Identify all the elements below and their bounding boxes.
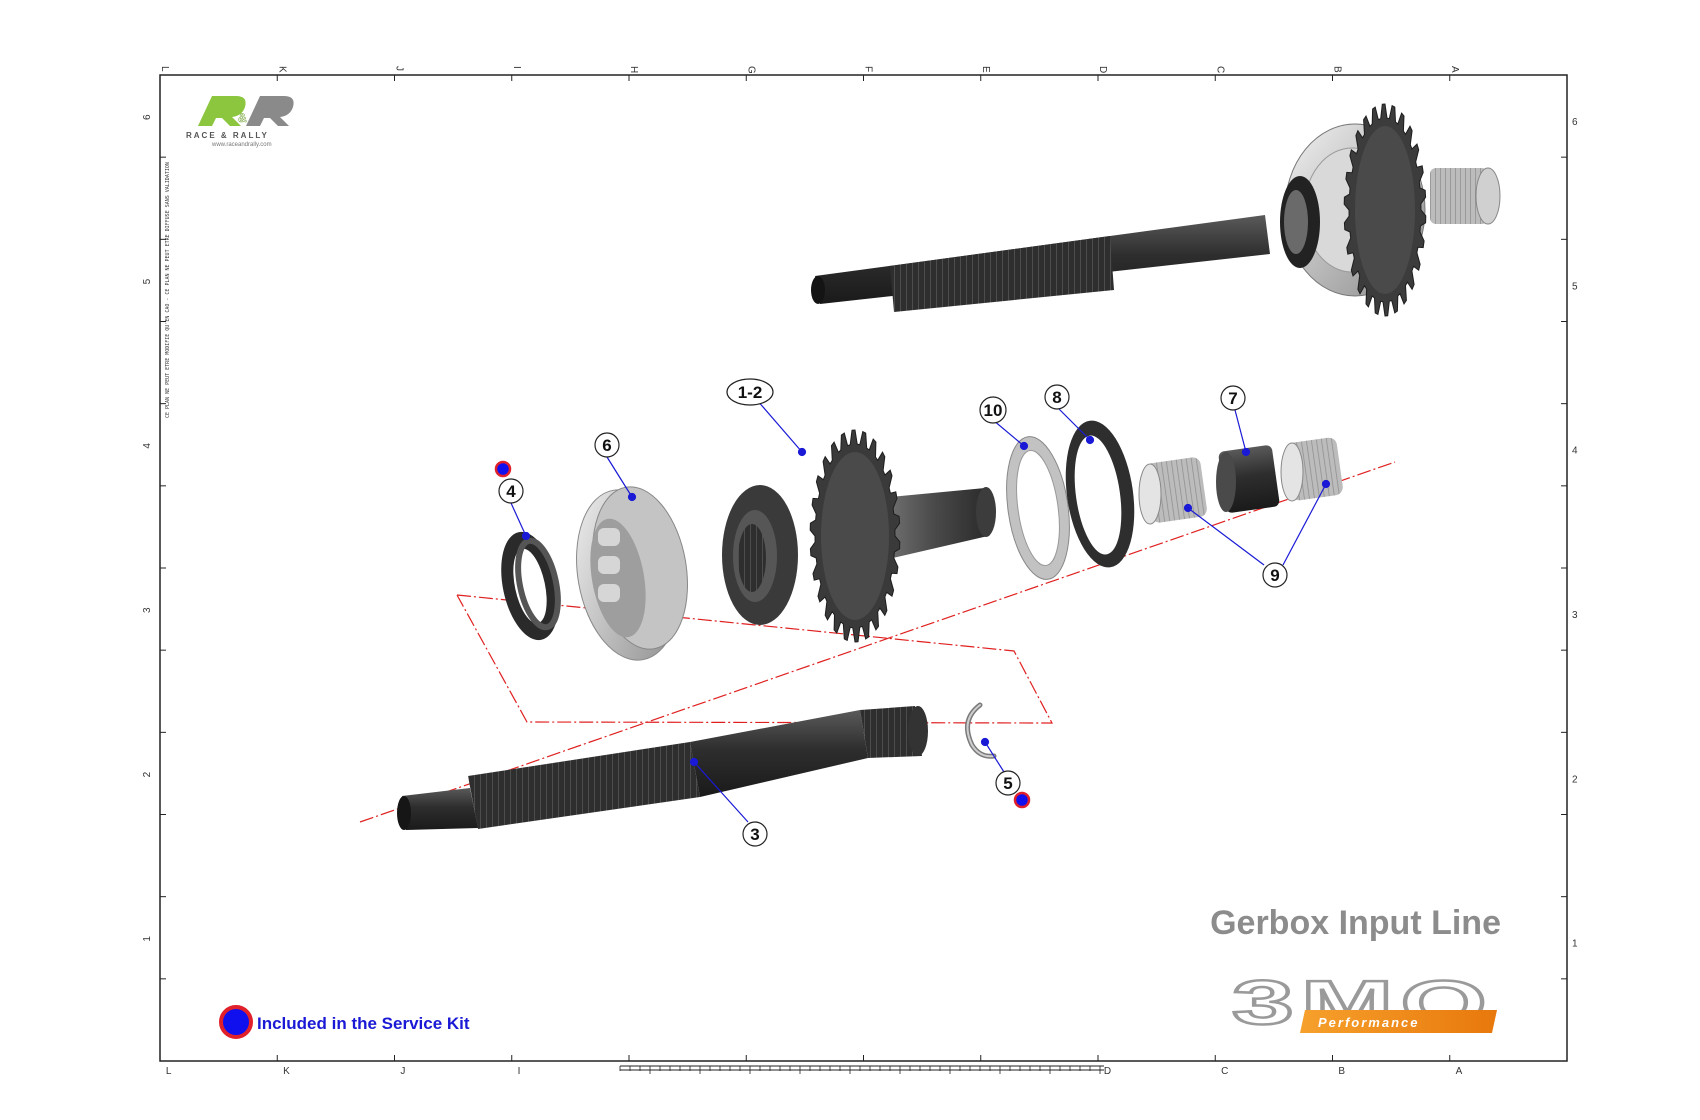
scale-strip xyxy=(619,1065,1104,1074)
svg-text:&: & xyxy=(238,111,247,125)
assembly-axis-offset xyxy=(456,594,1053,724)
column-letter-top: I xyxy=(511,66,522,69)
part-8-ring xyxy=(1065,420,1135,568)
column-letter-top: F xyxy=(863,66,874,72)
part-1-2-gear xyxy=(722,429,996,643)
legend-dot-icon xyxy=(219,1005,253,1039)
column-letter-top: L xyxy=(159,66,170,72)
svg-text:10: 10 xyxy=(984,401,1003,420)
row-number-right: 4 xyxy=(1572,446,1578,457)
part-5-circlip xyxy=(965,702,997,759)
callout-1-2: 1-2 xyxy=(726,378,774,406)
column-letter-bottom: K xyxy=(283,1066,290,1077)
callout-3: 3 xyxy=(742,821,768,847)
column-letter-top: C xyxy=(1214,66,1225,73)
row-number-right: 1 xyxy=(1572,939,1578,950)
brand-tagline: Performance xyxy=(1318,1015,1419,1030)
part-4-seal xyxy=(501,531,561,641)
column-letter-top: G xyxy=(745,66,756,74)
service-kit-marker-5 xyxy=(1013,791,1031,809)
column-letter-bottom: L xyxy=(166,1066,172,1077)
svg-text:4: 4 xyxy=(506,482,516,501)
assembly-axis xyxy=(359,461,1396,823)
column-letter-top: E xyxy=(980,66,991,73)
column-letter-top: B xyxy=(1332,66,1343,73)
callout-8: 8 xyxy=(1044,384,1070,410)
row-number-left: 3 xyxy=(142,607,153,613)
part-7-sleeve xyxy=(1216,445,1280,513)
svg-text:8: 8 xyxy=(1052,388,1061,407)
part-10-thrust-washer xyxy=(1006,436,1070,580)
callout-9: 9 xyxy=(1262,562,1288,588)
column-letter-top: D xyxy=(1097,66,1108,73)
row-number-left: 4 xyxy=(142,443,153,449)
svg-text:5: 5 xyxy=(1003,774,1012,793)
row-number-right: 2 xyxy=(1572,774,1578,785)
row-number-left: 5 xyxy=(142,278,153,284)
part-6-bearing xyxy=(576,486,688,661)
service-kit-marker-4 xyxy=(494,460,512,478)
part-9-needle-bearing-right xyxy=(1280,437,1343,502)
column-letter-bottom: D xyxy=(1104,1066,1111,1077)
row-number-right: 3 xyxy=(1572,610,1578,621)
3mo-performance-logo: 3MO Performance xyxy=(1231,968,1497,1039)
callout-10: 10 xyxy=(979,396,1007,424)
column-letter-top: A xyxy=(1449,66,1460,73)
part-9-needle-bearing-left xyxy=(1138,457,1207,525)
row-number-left: 2 xyxy=(142,771,153,777)
row-number-right: 6 xyxy=(1572,117,1578,128)
callout-4: 4 xyxy=(498,478,524,504)
row-number-right: 5 xyxy=(1572,281,1578,292)
race-and-rally-logo: & RACE & RALLY www.raceandrally.com xyxy=(186,96,294,148)
service-kit-legend: Included in the Service Kit xyxy=(219,1005,470,1039)
column-letter-bottom: B xyxy=(1338,1066,1345,1077)
column-letter-bottom: J xyxy=(400,1066,405,1077)
drawing-title: Gerbox Input Line xyxy=(1210,904,1501,942)
side-note: CE PLAN NE PEUT ETRE MODIFIE QU'EN CAO -… xyxy=(165,162,171,418)
legend-label: Included in the Service Kit xyxy=(257,1014,470,1033)
svg-text:3: 3 xyxy=(750,825,759,844)
column-letter-bottom: C xyxy=(1221,1066,1228,1077)
assembled-input-shaft xyxy=(811,103,1501,317)
callout-5: 5 xyxy=(995,770,1021,796)
column-letter-bottom: I xyxy=(518,1066,521,1077)
drawing-frame: L K J I H G F E D C B A L K J I D C B A 6 5 4 3 2 1 6 5 4 3 2 1 CE P… xyxy=(142,66,1578,1077)
callout-6: 6 xyxy=(594,432,620,458)
leader-lines xyxy=(510,391,1331,823)
svg-text:9: 9 xyxy=(1270,566,1279,585)
logo-subtitle: RACE & RALLY xyxy=(186,131,269,140)
row-number-left: 6 xyxy=(142,114,153,120)
logo-url: www.raceandrally.com xyxy=(211,142,272,148)
svg-text:1-2: 1-2 xyxy=(738,383,763,402)
column-letter-top: K xyxy=(276,66,287,73)
callout-7: 7 xyxy=(1220,385,1246,411)
column-letter-bottom: A xyxy=(1456,1066,1463,1077)
row-number-left: 1 xyxy=(142,936,153,942)
column-letter-top: J xyxy=(394,66,405,71)
svg-text:6: 6 xyxy=(602,436,611,455)
column-letter-top: H xyxy=(628,66,639,73)
svg-text:7: 7 xyxy=(1228,389,1237,408)
part-3-shaft xyxy=(397,706,928,830)
